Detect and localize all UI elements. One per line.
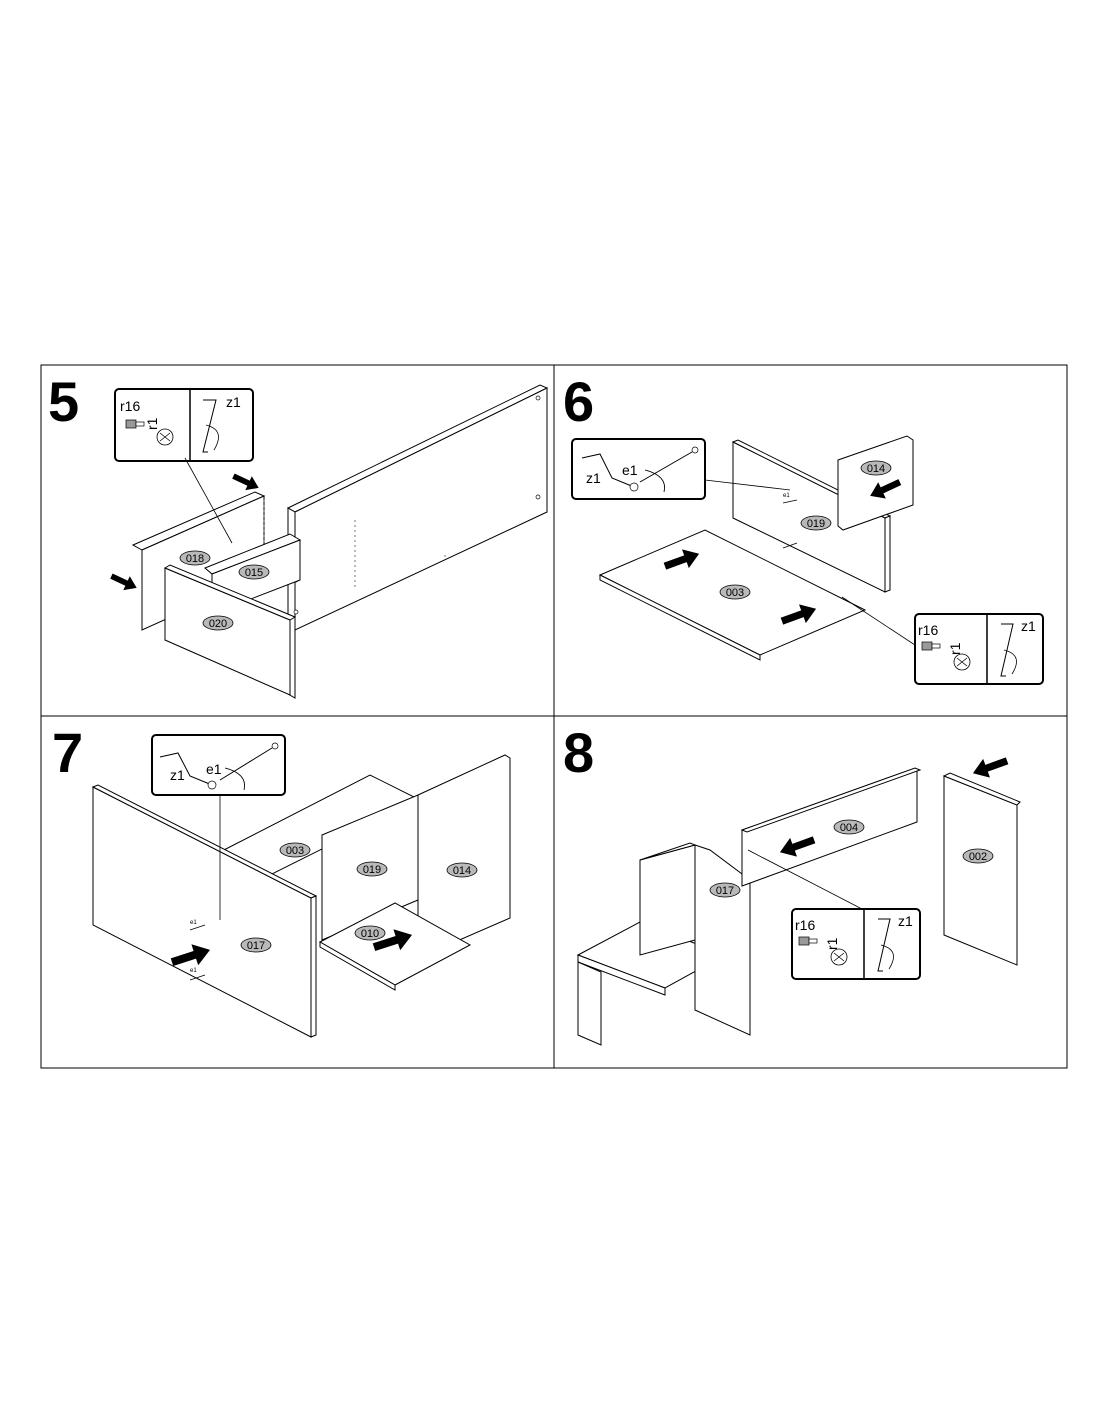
leader-line (704, 479, 791, 491)
dowel-icon (782, 499, 798, 504)
cam-lock-label: r1 (824, 937, 840, 950)
part-label: 003 (286, 845, 304, 857)
part-label: 017 (716, 885, 734, 897)
part-label: 003 (726, 587, 744, 599)
cam-bolt-icon (125, 419, 145, 429)
hole (293, 609, 299, 615)
leader-line (747, 849, 863, 910)
step-8: 8 017 004 002 r16 r1 z1 (563, 721, 1021, 1046)
step-7: 7 003 019 014 017 010 e1 e1 z1 e1 (52, 721, 511, 1038)
cam-bolt-label: r16 (795, 917, 815, 933)
panel-003-edge (599, 574, 761, 661)
dowel-icon (189, 974, 206, 981)
dowel-callout (571, 438, 706, 500)
part-badge (719, 584, 751, 600)
part-label: 018 (186, 553, 204, 565)
lower-shelf-edge (577, 954, 666, 996)
cam-bolt-label: r16 (918, 622, 938, 638)
dowel-label: e1 (783, 493, 790, 499)
part-badge (202, 615, 234, 631)
panel-002-face (943, 775, 1018, 966)
part-label: 004 (840, 822, 858, 834)
hardware-callout (114, 388, 254, 462)
step-5: 5 018 015 020 r16 r1 z1 (48, 370, 549, 699)
screwdriver-icon (581, 446, 699, 493)
panel-019-edge (884, 515, 891, 593)
panel-017-edge (310, 895, 317, 1038)
hole (535, 395, 541, 401)
part-badge (860, 460, 892, 476)
tool-label: z1 (226, 394, 241, 410)
part-badge (354, 925, 386, 941)
part-label: 020 (209, 618, 227, 630)
panel-004-face (741, 769, 918, 887)
cam-lock-icon (830, 948, 848, 966)
step-number: 8 (563, 721, 594, 784)
part-badge (800, 515, 832, 531)
dowel-label: e1 (190, 968, 197, 974)
tool-label: z1 (898, 913, 913, 929)
panel-010-edge (319, 941, 396, 991)
part-badge (240, 937, 272, 953)
cam-bolt-icon (921, 641, 941, 651)
dowel-icon (189, 924, 206, 931)
leader-line (841, 596, 916, 646)
leader-line (184, 457, 233, 544)
cam-lock-icon (156, 428, 174, 446)
part-label: 002 (969, 851, 987, 863)
cam-lock-label: r1 (947, 642, 963, 655)
part-label: 017 (247, 940, 265, 952)
dowel-tool-label: z1 (170, 767, 185, 783)
dowel-tool-label: z1 (586, 470, 601, 486)
part-badge (279, 842, 311, 858)
part-badge (446, 862, 478, 878)
part-label: 014 (867, 463, 885, 475)
panel-020-top (163, 564, 297, 621)
part-badge (709, 882, 741, 898)
part-label: 019 (807, 518, 825, 530)
dowel-label: e1 (206, 761, 222, 777)
panel-014-face (837, 435, 914, 531)
step-6: 6 003 019 014 e1 z1 e1 (563, 370, 1044, 685)
part-badge (833, 819, 865, 835)
lower-side-face (577, 961, 602, 1046)
part-badge (238, 564, 270, 580)
left-arrow-icon (969, 751, 1011, 783)
part-badge (179, 550, 211, 566)
dowel-callout (151, 734, 286, 796)
allen-key-icon (202, 399, 219, 453)
cam-lock-icon (953, 653, 971, 671)
step-number: 7 (52, 721, 83, 784)
cam-bolt-icon (798, 936, 818, 946)
right-arrow-icon (230, 469, 262, 495)
allen-key-icon (1000, 623, 1017, 677)
part-label: 019 (363, 864, 381, 876)
part-badge (356, 861, 388, 877)
tool-label: z1 (1021, 618, 1036, 634)
upper-side-top (639, 842, 697, 861)
step-number: 5 (48, 370, 79, 433)
dowel-label: e1 (622, 462, 638, 478)
allen-key-icon (877, 918, 894, 972)
part-label: 015 (245, 567, 263, 579)
dowel-icon (782, 542, 798, 549)
cam-lock-label: r1 (144, 417, 160, 430)
right-arrow-icon (108, 569, 140, 595)
part-label: 014 (453, 865, 471, 877)
step-number: 6 (563, 370, 594, 433)
upper-side-face (639, 844, 696, 956)
hole (535, 494, 541, 500)
part-badge (962, 848, 994, 864)
long-panel-face (294, 387, 548, 631)
part-label: 010 (361, 928, 379, 940)
screwdriver-icon (159, 742, 279, 791)
panel-002-top (942, 772, 1021, 806)
panel-004-top (740, 767, 922, 833)
cam-bolt-label: r16 (120, 398, 140, 414)
dowel-label: e1 (190, 920, 197, 926)
